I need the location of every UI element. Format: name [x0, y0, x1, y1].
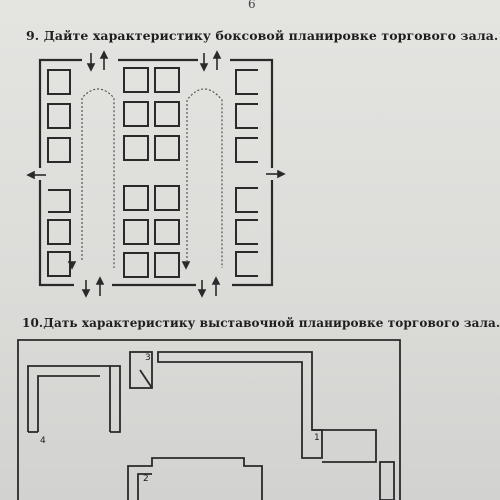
- outer-wall-left: [38, 58, 82, 168]
- customer-flow-path: [81, 88, 223, 268]
- flow-arrows: [26, 50, 286, 298]
- marker-1: 1: [314, 433, 320, 443]
- question-9-number: 9.: [26, 28, 40, 43]
- question-10-heading: 10.Дать характеристику выставочной плани…: [22, 316, 500, 330]
- hall-outer-wall: [17, 339, 401, 500]
- question-10-number: 10.: [22, 316, 44, 330]
- marker-3: 3: [145, 353, 151, 363]
- page-number: 6: [248, 0, 256, 11]
- marker-2: 2: [143, 474, 149, 484]
- question-10-text: Дать характеристику выставочной планиров…: [43, 316, 500, 330]
- marker-4: 4: [40, 436, 46, 446]
- question-9-heading: 9. Дайте характеристику боксовой планиро…: [26, 28, 498, 43]
- question-9-text: Дайте характеристику боксовой планировке…: [43, 28, 499, 43]
